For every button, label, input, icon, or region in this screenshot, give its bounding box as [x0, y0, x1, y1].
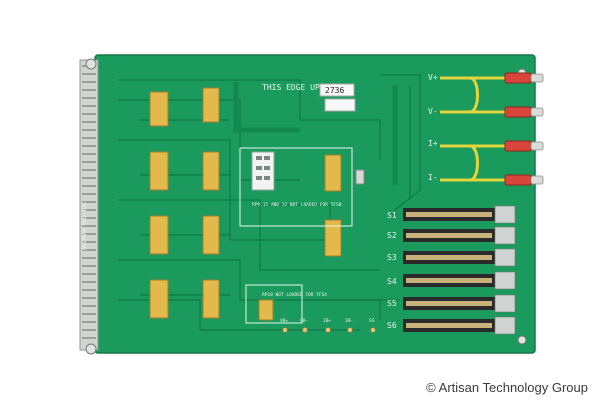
watermark-text: © Artisan Technology Group — [426, 380, 588, 395]
mounting-hole — [85, 58, 97, 70]
power-traces — [233, 82, 398, 185]
slot-label-s4: S4 — [387, 277, 397, 286]
part-number: 2736 — [325, 86, 344, 95]
terminal-label-vplus: V+ — [428, 73, 438, 82]
part-number-sticker — [319, 83, 355, 97]
mounting-hole — [517, 335, 527, 345]
slot-label-s2: S2 — [387, 231, 397, 240]
slot-clips — [494, 205, 516, 335]
dip-note: RP9,11 AND 12 NOT LOADED FOR TFSB — [252, 202, 342, 208]
vertical-label: MOSTRAN ERIK BSK — [82, 202, 88, 250]
slot-contacts — [406, 212, 492, 328]
silkscreen-outline — [245, 284, 303, 324]
pad-label-gs: GS — [369, 318, 375, 324]
mounting-hole — [85, 343, 97, 355]
terminal-label-iminus: I- — [428, 173, 438, 182]
dip-switch-toggles — [256, 156, 270, 180]
small-component — [355, 169, 365, 185]
lug-tips — [530, 73, 544, 185]
white-label — [324, 98, 356, 112]
slot-label-s1: S1 — [387, 211, 397, 220]
edge-label: THIS EDGE UP — [262, 83, 320, 92]
wire-lugs — [504, 72, 532, 186]
terminal-label-vminus: V- — [428, 107, 438, 116]
slot-label-s3: S3 — [387, 253, 397, 262]
rp10-note: RP10 NOT LOADED FOR TFSA — [262, 292, 327, 298]
pad-label-ibminus: IB- — [345, 318, 353, 324]
slot-label-s6: S6 — [387, 321, 397, 330]
pad-label-ibplus: IB+ — [323, 318, 331, 324]
resistor-networks — [149, 87, 342, 321]
jumper-wires — [440, 76, 505, 182]
slot-label-s5: S5 — [387, 299, 397, 308]
dip-switch — [251, 151, 275, 191]
connector-pins — [82, 65, 96, 339]
terminal-label-iplus: I+ — [428, 139, 438, 148]
pad-label-vbminus: VB- — [300, 318, 308, 324]
test-pads — [282, 327, 376, 333]
silkscreen-outline — [239, 147, 353, 227]
pad-label-vbplus: VB+ — [280, 318, 288, 324]
